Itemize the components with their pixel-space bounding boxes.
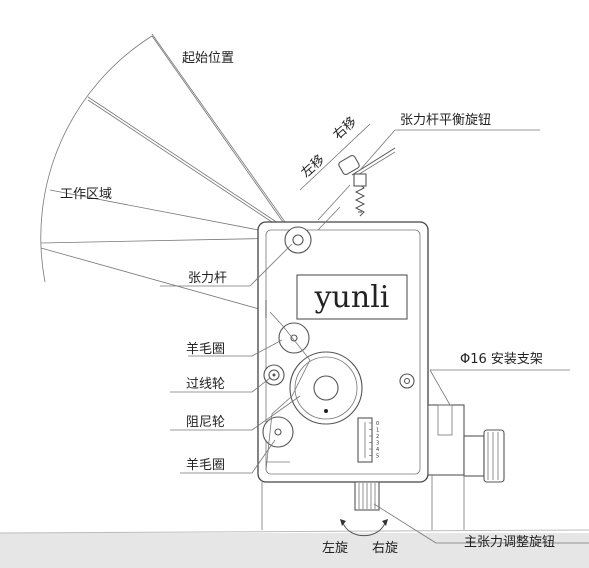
rod-link xyxy=(317,184,351,221)
housing-inner xyxy=(265,229,421,475)
rotate-right-arrow xyxy=(382,519,388,526)
damping-wheel-hub xyxy=(313,375,339,401)
damping-wheel-rim xyxy=(294,356,358,420)
scale-tick-3: 3 xyxy=(376,441,379,447)
balance-knob-assembly xyxy=(317,147,396,221)
working-arc xyxy=(40,35,153,283)
label-mount-bracket: Φ16 安装支架 xyxy=(460,352,543,367)
label-felt-upper: 羊毛圈 xyxy=(186,341,225,357)
brand-text: yunli xyxy=(314,280,390,315)
label-tension-rod: 张力杆 xyxy=(188,271,227,286)
damping-wheel-marker xyxy=(324,409,328,413)
felt-ring-upper-hub xyxy=(290,334,298,342)
bracket-slot xyxy=(437,404,453,436)
rod-position-2-edge xyxy=(87,96,291,232)
scale-tick-1: 1 xyxy=(376,428,379,434)
rotate-left-arrow xyxy=(340,519,346,526)
rod-start-position-edge xyxy=(151,33,291,230)
label-right-shift: 右移 xyxy=(331,114,360,143)
mount-bracket xyxy=(427,404,505,530)
label-rotate-left: 左旋 xyxy=(322,541,348,556)
shift-direction-line xyxy=(299,123,371,191)
scale-tick-2: 2 xyxy=(376,434,379,440)
side-screw-center xyxy=(403,377,411,385)
balance-rod-edge xyxy=(355,151,396,177)
label-balance-knob: 张力杆平衡旋钮 xyxy=(400,113,491,128)
scale-tick-4: 4 xyxy=(376,447,379,453)
rod-horizontal-position xyxy=(40,237,291,244)
bracket-body xyxy=(427,404,465,476)
label-rotate-right: 右旋 xyxy=(372,541,398,556)
rod-position-2 xyxy=(87,99,291,235)
rod-thread-line xyxy=(40,247,271,313)
main-tension-knob[interactable] xyxy=(354,481,380,511)
label-start-position: 起始位置 xyxy=(182,51,234,66)
rotation-arc xyxy=(342,522,386,537)
label-working-area: 工作区域 xyxy=(60,187,112,202)
base-edge xyxy=(0,529,589,534)
balance-block xyxy=(353,173,367,187)
rod-fan xyxy=(40,33,291,313)
label-main-knob: 主张力调整旋钮 xyxy=(464,535,555,550)
callout-lines xyxy=(160,129,589,544)
scale-tick-0: 0 xyxy=(376,421,379,427)
balance-knob[interactable] xyxy=(338,154,361,176)
label-damping-wheel: 阻尼轮 xyxy=(186,415,225,430)
thread-guide-wheel-axle xyxy=(272,373,276,377)
top-pulley-hub xyxy=(292,234,304,246)
label-felt-lower: 羊毛圈 xyxy=(186,457,225,473)
thread-path xyxy=(265,311,311,471)
label-thread-wheel: 过线轮 xyxy=(186,377,225,392)
label-left-shift: 左移 xyxy=(299,152,328,181)
rod-start-position xyxy=(151,35,291,233)
felt-ring-lower-hub xyxy=(274,428,282,436)
bracket-clamp xyxy=(463,435,485,477)
balance-rod xyxy=(351,147,396,176)
bracket-knob[interactable] xyxy=(483,429,505,483)
base-plate xyxy=(0,533,589,568)
scale-tick-5: 5 xyxy=(376,454,379,460)
rod-position-3 xyxy=(49,189,291,237)
balance-spring xyxy=(354,183,366,217)
brand-plate xyxy=(296,274,408,320)
